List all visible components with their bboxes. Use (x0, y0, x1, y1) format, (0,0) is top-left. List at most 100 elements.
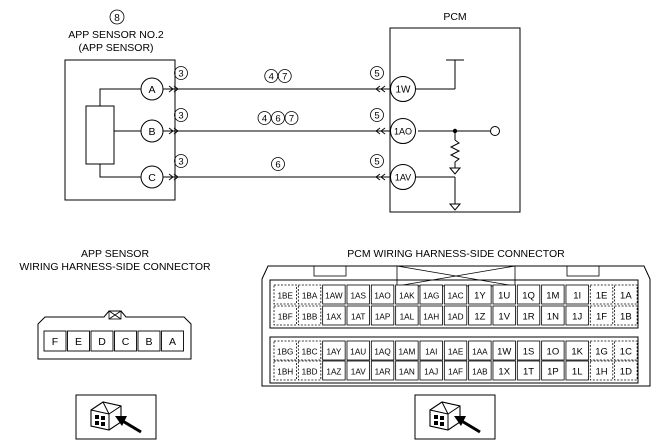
pcm-pin-label: 1AH (423, 313, 439, 322)
connector-mark (173, 127, 179, 135)
sensor-connector-title-line1: APP SENSOR (81, 248, 149, 260)
pin-dot-icon (95, 421, 99, 425)
pcm-pin-label: 1AN (399, 368, 415, 377)
pin-dot-icon (434, 421, 438, 425)
pcm-pin-cell (370, 284, 395, 305)
note-circle (174, 154, 188, 168)
pcm-pin-label: 1K (571, 347, 583, 358)
pin-dot-icon (440, 416, 444, 420)
pcm-pin-cell (541, 360, 565, 381)
wire-note-circle (271, 157, 285, 171)
wire-note-circle (284, 111, 299, 125)
pcm-pin-label: 1AD (448, 313, 464, 322)
connector-mark (380, 85, 386, 93)
note-number: 3 (178, 111, 183, 122)
pcm-pin-cell (565, 284, 589, 305)
pcm-pin-label: 1AJ (424, 368, 438, 377)
pcm-pin-label: 1L (572, 367, 583, 378)
pcm-pin-label: 1G (595, 347, 608, 358)
harness-view-icon (429, 401, 481, 434)
note-circle (370, 66, 384, 80)
pcm-pin-label: 1A (620, 291, 632, 302)
sensor-pin-label: D (98, 336, 106, 348)
pcm-connector-tab-left (313, 265, 347, 277)
sensor-element (85, 105, 115, 165)
wire-note-number: 4 (269, 72, 274, 83)
pcm-pin-cell (589, 360, 614, 381)
pcm-pin-cell (541, 305, 565, 326)
sensor-terminal-label: B (148, 126, 155, 138)
pcm-pin-cell (492, 360, 516, 381)
pcm-pin-cell (541, 340, 565, 361)
pcm-pin-label: 1AW (325, 292, 343, 301)
pcm-pin-cell (516, 284, 541, 305)
sensor-connector-latch (108, 310, 122, 320)
connector-mark (380, 173, 386, 181)
pcm-pin-label: 1N (547, 312, 559, 323)
pcm-pin-label: 1V (498, 312, 510, 323)
note-circle (370, 108, 384, 122)
pcm-pin-label: 1BC (302, 348, 318, 357)
pcm-pin-cell (443, 305, 468, 326)
pcm-pin-cell (322, 305, 346, 326)
pcm-pin-cell (419, 284, 443, 305)
view-arrowhead-icon (454, 416, 466, 426)
sensor-pin-cell (137, 330, 161, 352)
pcm-pin-label: 1AZ (326, 368, 341, 377)
pcm-pin-cell (492, 340, 516, 361)
pcm-pin-label: 1AA (472, 348, 488, 357)
pcm-pin-cell (395, 340, 419, 361)
sensor-title-line1: APP SENSOR NO.2 (68, 29, 164, 41)
pcm-pin-label: 1BH (277, 368, 293, 377)
sensor-lead-c (99, 164, 141, 178)
connector-mark (173, 85, 179, 93)
note-number: 5 (374, 157, 379, 168)
pcm-connector-upper-block (269, 279, 639, 329)
note-circle (370, 154, 384, 168)
note-number: 5 (374, 69, 379, 80)
pcm-pin-label: 1C (620, 347, 632, 358)
pcm-pin-label: 1AX (326, 313, 342, 322)
pcm-pin-cell (468, 305, 492, 326)
pcm-pin-label: 1AI (425, 348, 437, 357)
pcm-pin-label: 1R (522, 312, 534, 323)
pcm-pin-cell (273, 340, 297, 361)
note-number: 3 (178, 157, 183, 168)
sensor-pin-label: F (52, 336, 58, 348)
pcm-pin-cell (370, 340, 395, 361)
pcm-pin-cell (419, 340, 443, 361)
pcm-pin-label: 1I (573, 291, 581, 302)
pcm-pin-cell (370, 360, 395, 381)
pcm-pin-cell (565, 360, 589, 381)
sensor-terminal (140, 119, 164, 143)
pcm-pin-label: 1AU (350, 348, 366, 357)
pcm-pin-label: 1AC (448, 292, 464, 301)
sensor-connector-housing (37, 310, 192, 360)
pcm-pin-label: 1J (572, 312, 582, 323)
pcm-terminal (390, 76, 416, 102)
pcm-pin-label: 1P (547, 367, 559, 378)
connector-mark (375, 173, 381, 181)
pcm-pin-label: 1Q (522, 291, 535, 302)
sensor-pin-cell (161, 330, 184, 352)
wire-note-number: 7 (282, 72, 287, 83)
pcm-pin-label: 1T (523, 367, 534, 378)
pcm-pin-label: 1AB (472, 368, 488, 377)
pcm-pin-cell (589, 305, 614, 326)
sensor-terminal-label: C (148, 172, 156, 184)
sensor-number-circle (109, 9, 125, 25)
sensor-pin-label: B (145, 336, 152, 348)
pcm-pin-cell (419, 305, 443, 326)
pcm-connector-title: PCM WIRING HARNESS-SIDE CONNECTOR (347, 248, 565, 260)
pcm-pin-label: 1S (523, 347, 535, 358)
pcm-pin-cell (516, 340, 541, 361)
sensor-view-box (75, 394, 157, 440)
sensor-pin-cell (43, 330, 67, 352)
sensor-pin-label: E (75, 336, 82, 348)
pin-dot-icon (101, 416, 105, 420)
pcm-pin-label: 1AT (351, 313, 365, 322)
wire-note-number: 6 (275, 160, 280, 171)
connector-mark (168, 127, 174, 135)
